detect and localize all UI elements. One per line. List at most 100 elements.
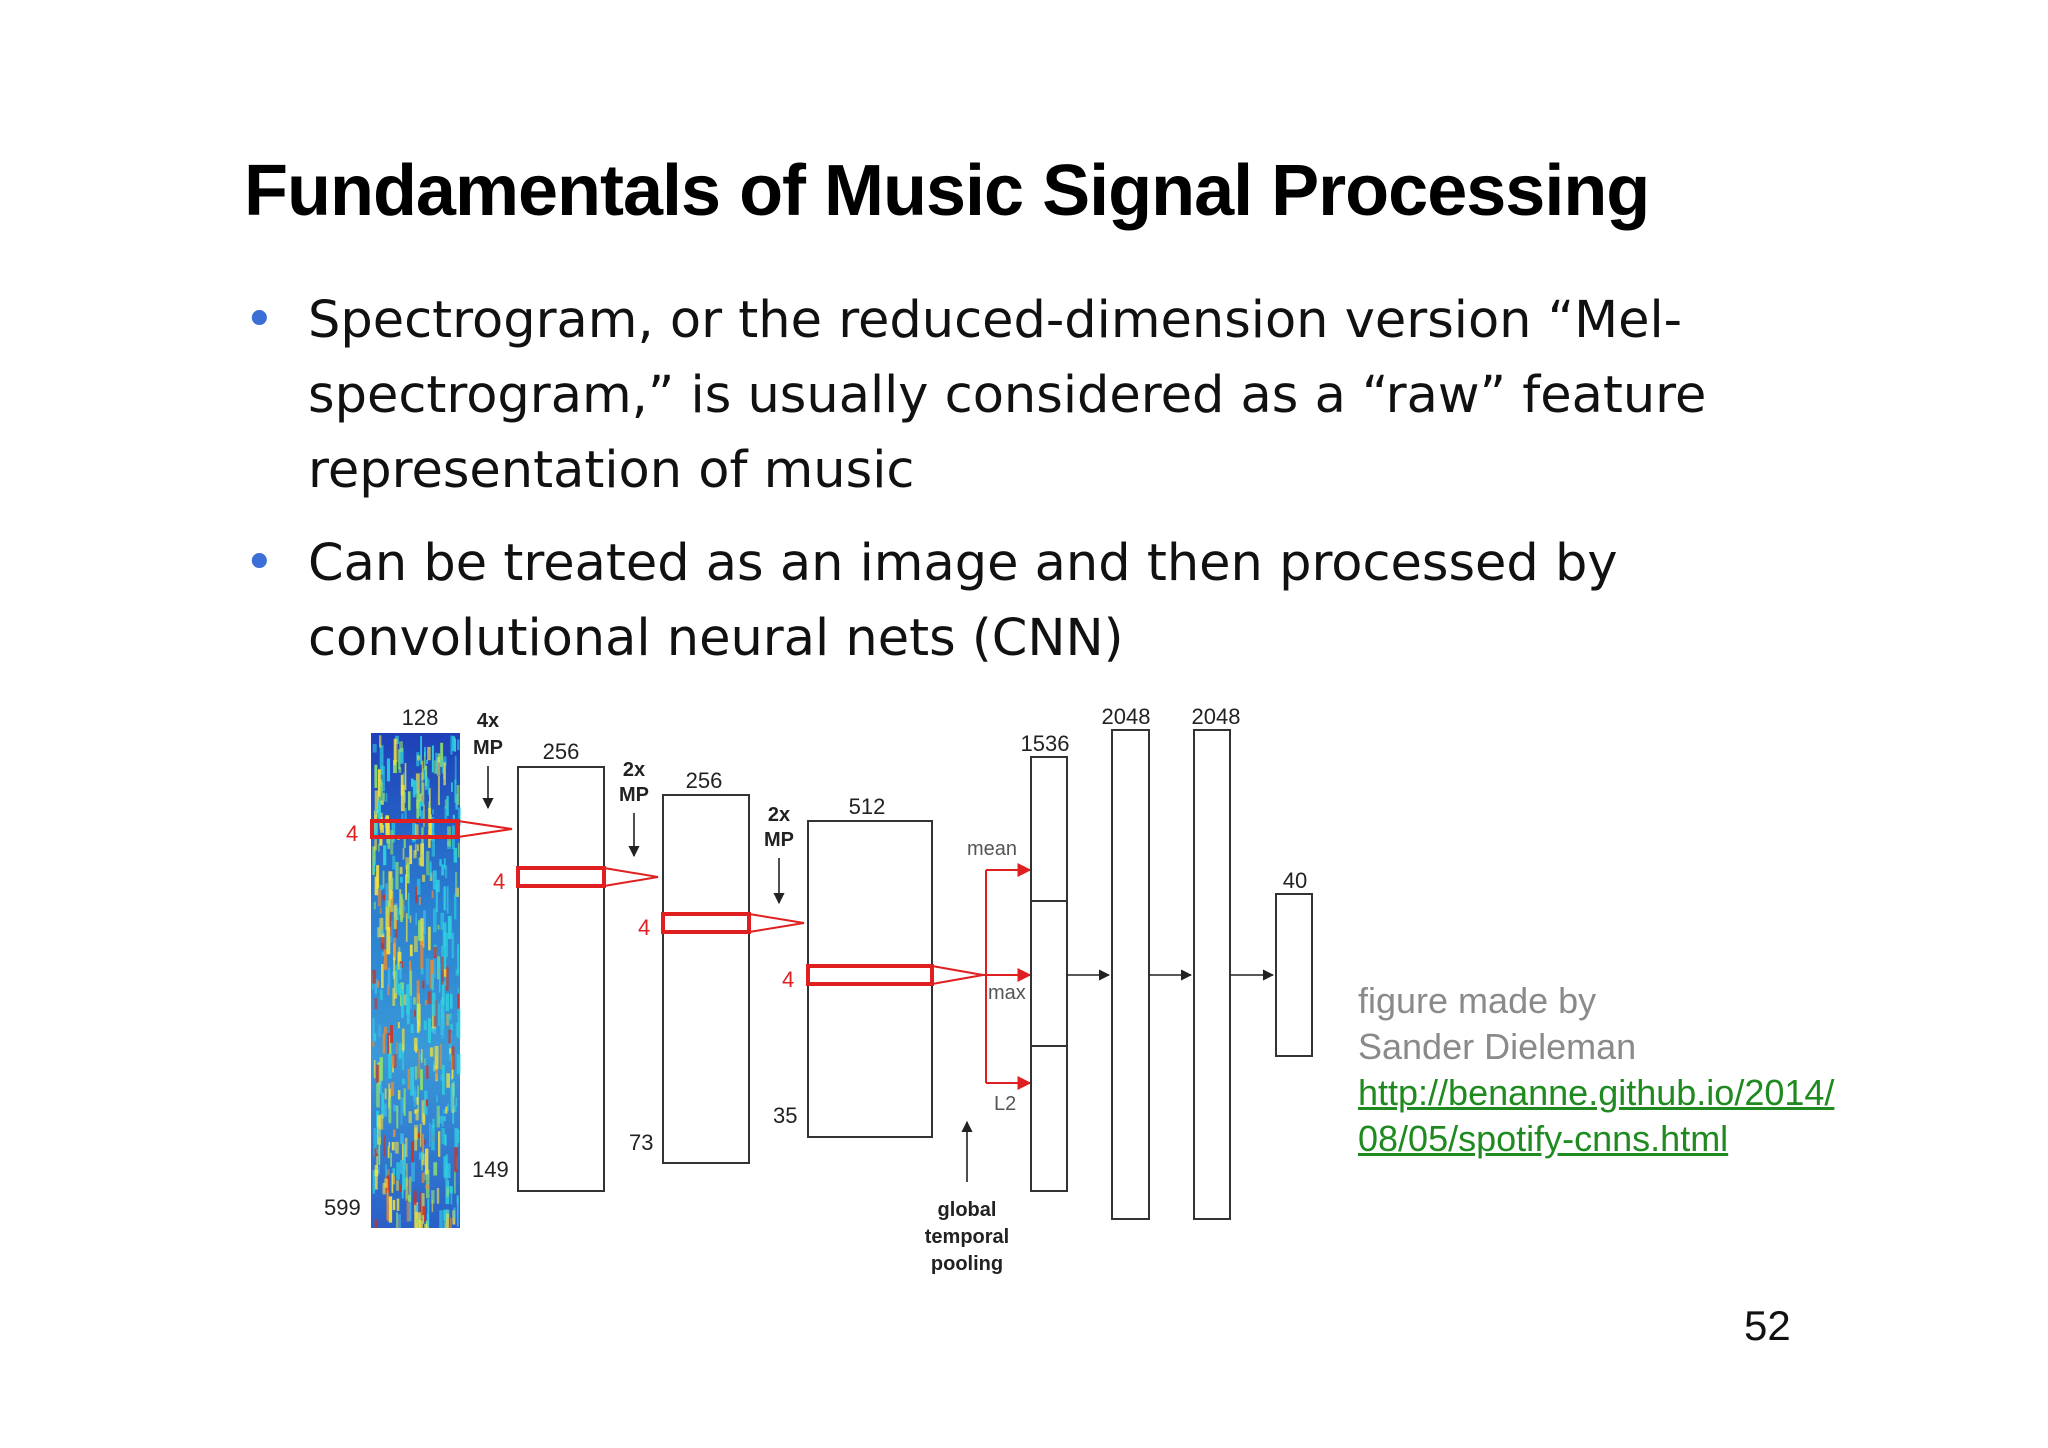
conv2-filter-window (661, 912, 751, 934)
spectrogram-streak (441, 1128, 445, 1145)
spectrogram-streak (389, 1035, 392, 1055)
spectrogram-streak (457, 842, 460, 858)
spectrogram-streak (383, 845, 387, 866)
spectrogram-streak (401, 1184, 404, 1199)
credit-link-line-2[interactable]: 08/05/spotify-cnns.html (1358, 1118, 1729, 1159)
spectrogram-streak (386, 1178, 389, 1203)
spectrogram-streak (392, 1054, 397, 1069)
spectrogram-streak (448, 1013, 452, 1020)
spectrogram-streak (402, 847, 405, 860)
spectrogram-streak (400, 748, 404, 764)
spectrogram-streak (400, 876, 403, 883)
spectrogram-streak (420, 736, 422, 765)
spectrogram-streak (450, 735, 453, 755)
spectrogram-streak (436, 879, 440, 893)
spectrogram-streak (423, 910, 426, 935)
spectrogram-streak (378, 1128, 382, 1138)
spectrogram-streak (404, 994, 408, 1006)
spectrogram-streak (428, 926, 431, 951)
spectrogram-streak (441, 956, 444, 985)
spectrogram-streak (374, 1219, 379, 1228)
spectrogram-streak (391, 1173, 394, 1193)
spectrogram-streak (432, 809, 434, 815)
spectrogram-streak (379, 735, 382, 748)
spectrogram-streak (374, 839, 377, 851)
spectrogram-streak (372, 846, 375, 875)
spectrogram-streak (447, 916, 452, 940)
spectrogram-streak (390, 830, 394, 855)
spectrogram-streak (438, 1131, 441, 1157)
spectrogram-streak (397, 951, 402, 970)
spectrogram-streak (408, 1192, 412, 1222)
spectrogram-streak (396, 1212, 398, 1228)
spectrogram-streak (406, 1163, 408, 1187)
spectrogram-streak (403, 837, 406, 848)
spectrogram-streak (436, 757, 441, 776)
spectrogram-streak (429, 861, 432, 878)
spectrogram-streak (386, 1169, 390, 1178)
spectrogram-streak (421, 827, 424, 855)
spectrogram-streak (446, 886, 449, 914)
spectrogram-streak (393, 1129, 396, 1137)
spectrogram-streak (424, 747, 426, 757)
spectrogram-streak (401, 989, 404, 1018)
spectrogram-streak (419, 1123, 422, 1147)
conv3-filter-projection (931, 965, 984, 985)
spectrogram-streak (425, 1148, 429, 1175)
spectrogram-streak (384, 1178, 388, 1188)
spectrogram-streak (372, 1170, 375, 1194)
spectrogram-streak (374, 821, 378, 840)
credit-author: Sander Dieleman (1358, 1026, 1637, 1067)
spectrogram-streak (440, 1043, 442, 1070)
spectrogram-streak (372, 743, 377, 753)
conv1-filter-projection (603, 867, 659, 887)
fc1-size-label: 2048 (1102, 704, 1151, 729)
spectrogram-streak (450, 1186, 453, 1205)
spectrogram-streak (396, 1041, 399, 1054)
spectrogram-streak (445, 1106, 448, 1114)
input-height-label: 599 (324, 1195, 361, 1220)
conv3-filter-label: 4 (782, 967, 794, 992)
spectrogram-streak (431, 973, 434, 991)
spectrogram-streak (433, 908, 437, 933)
spectrogram-streak (443, 886, 446, 911)
spectrogram-streak (380, 782, 383, 804)
spectrogram-streak (418, 1220, 423, 1228)
spectrogram-streak (440, 742, 444, 767)
spectrogram-streak (404, 1137, 408, 1157)
spectrogram-streak (376, 980, 379, 988)
spectrogram-streak (427, 991, 432, 1004)
spectrogram-streak (450, 1086, 453, 1110)
spectrogram-streak (435, 884, 438, 913)
spectrogram-streak (400, 1133, 404, 1144)
spectrogram-streak (385, 1164, 387, 1178)
spectrogram-streak (409, 1176, 412, 1195)
spectrogram-streak (443, 762, 446, 786)
bullet-dot-icon: • (244, 533, 275, 593)
spectrogram-streak (382, 870, 385, 889)
spectrogram-streak (376, 1083, 380, 1108)
spectrogram-streak (402, 1047, 404, 1071)
spectrogram-streak (409, 970, 413, 996)
spectrogram-streak (391, 1055, 395, 1067)
spectrogram-streak (419, 1152, 423, 1160)
spectrogram-streak (414, 1127, 418, 1151)
spectrogram-streak (457, 739, 460, 751)
spectrogram-streak (372, 1040, 375, 1047)
credit-link-line-1[interactable]: http://benanne.github.io/2014/ (1358, 1072, 1835, 1113)
spectrogram-streak (419, 896, 421, 905)
pool2-factor-label: 2x (623, 759, 645, 781)
spectrogram-streak (438, 1115, 443, 1124)
spectrogram-streak (395, 861, 399, 890)
spectrogram-streak (421, 1049, 423, 1063)
spectrogram-streak (404, 807, 407, 822)
spectrogram-streak (379, 745, 384, 775)
spectrogram-streak (449, 1217, 452, 1228)
spectrogram-streak (406, 1201, 410, 1222)
spectrogram-streak (384, 1088, 387, 1100)
spectrogram-streak (451, 1046, 455, 1070)
spectrogram-streak (446, 1015, 449, 1026)
spectrogram-streak (456, 785, 460, 805)
spectrogram-streak (452, 1109, 455, 1124)
figure-credit: figure made by Sander Dieleman http://be… (1358, 978, 1834, 1162)
